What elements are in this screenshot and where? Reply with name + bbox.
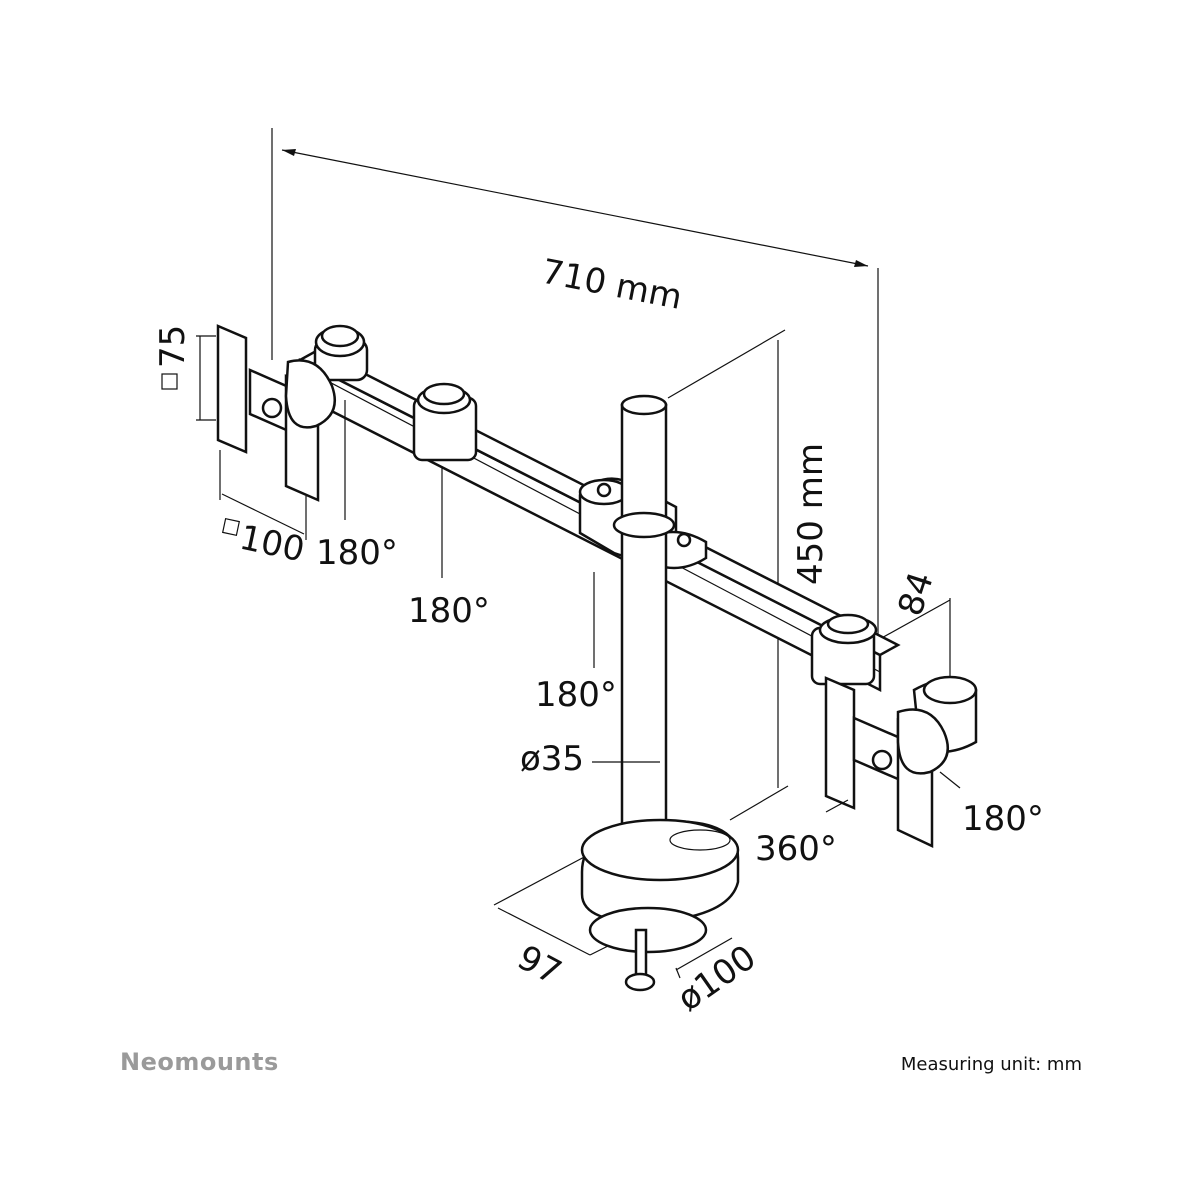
rotation-right-360: 360° xyxy=(755,829,837,869)
dimension-84 xyxy=(877,598,951,680)
pole-diameter-label: ø35 xyxy=(520,739,584,779)
rotation-left-swivel: 180° xyxy=(408,591,490,631)
square-icon xyxy=(161,373,178,390)
dim-base-diameter: ø100 xyxy=(670,937,763,1019)
rotation-left-tilt: 180° xyxy=(316,533,398,573)
dim-clamp-depth: 84 xyxy=(891,567,942,621)
dimension-450 xyxy=(667,329,789,821)
rotation-center-swivel: 180° xyxy=(535,675,617,715)
right-vesa-plate xyxy=(824,676,961,848)
left-vesa-plate xyxy=(216,324,336,502)
dimension-vesa-100 xyxy=(219,450,307,540)
dimension-100 xyxy=(675,937,733,979)
measuring-unit-note: Measuring unit: mm xyxy=(900,1054,1082,1075)
desk-base xyxy=(580,818,740,992)
dimension-710 xyxy=(271,128,879,640)
brand-logo: Neomounts xyxy=(120,1048,279,1076)
dim-vesa-100: 100 xyxy=(236,518,308,571)
mid-left-joint xyxy=(412,382,478,578)
dim-base-depth: 97 xyxy=(511,938,568,994)
rotation-right-tilt: 180° xyxy=(962,799,1044,839)
dim-pole-height: 450 mm xyxy=(791,443,831,585)
pole xyxy=(592,394,676,877)
dimension-vesa-75 xyxy=(196,335,216,421)
square-icon xyxy=(221,517,241,537)
dim-arm-length: 710 mm xyxy=(538,252,685,318)
dim-vesa-75: 75 xyxy=(153,325,193,368)
left-joint xyxy=(313,324,369,520)
